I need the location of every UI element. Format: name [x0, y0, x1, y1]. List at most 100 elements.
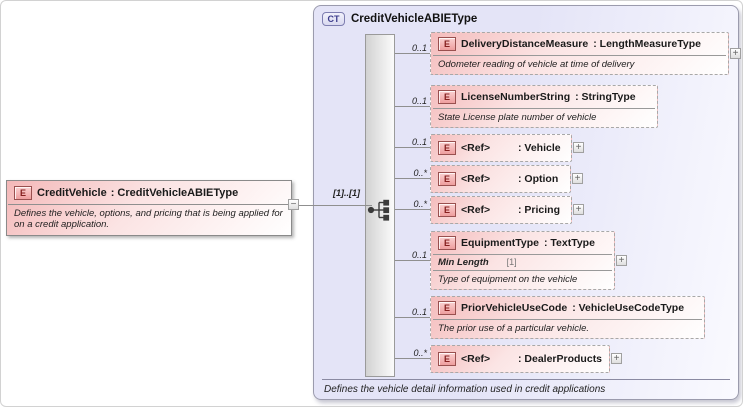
child-element-type: : VehicleUseCodeType	[572, 302, 685, 314]
cardinality-label: 0..*	[413, 168, 427, 178]
element-name: CreditVehicle	[37, 187, 107, 199]
compositor-cardinality-label: [1]..[1]	[333, 188, 360, 198]
child-title-row: E PriorVehicleUseCode : VehicleUseCodeTy…	[431, 297, 704, 319]
expand-icon[interactable]: +	[730, 47, 741, 59]
child-element-name: <Ref>	[461, 173, 491, 185]
divider	[433, 270, 612, 271]
child-element-name: DeliveryDistanceMeasure	[461, 38, 589, 50]
child-element-name: <Ref>	[461, 142, 491, 154]
connector-line	[292, 205, 372, 206]
connector-line	[395, 209, 431, 210]
child-title-row: E <Ref> : Option	[431, 166, 570, 192]
element-type: : CreditVehicleABIEType	[110, 187, 239, 199]
child-element-name: <Ref>	[461, 353, 491, 365]
cardinality-label: 0..*	[413, 199, 427, 209]
divider	[8, 204, 290, 205]
cardinality-label: 0..1	[411, 306, 427, 317]
cardinality-label: 0..1	[411, 249, 427, 260]
description-section: State License plate number of vehicle	[431, 108, 657, 127]
complex-type-panel: CT CreditVehicleABIEType [1]..[1] 0..1	[313, 5, 741, 400]
child-element-type: : LengthMeasureType	[593, 38, 701, 50]
element-badge-icon: E	[438, 141, 456, 155]
divider	[433, 55, 726, 56]
description-section: Type of equipment on the vehicle	[431, 270, 614, 289]
child-element-box[interactable]: E <Ref> : Option +	[430, 165, 583, 193]
cardinality-label: 0..1	[411, 137, 427, 147]
collapse-icon[interactable]: −	[288, 199, 299, 210]
element-badge-icon: E	[438, 352, 456, 366]
child-title-row: E <Ref> : DealerProducts	[431, 346, 609, 372]
complex-type-title: CreditVehicleABIEType	[351, 13, 478, 25]
element-description: Defines the vehicle, options, and pricin…	[14, 208, 283, 230]
child-element-name: EquipmentType	[461, 237, 539, 249]
element-badge-icon: E	[438, 301, 456, 315]
child-title-row: E <Ref> : Pricing	[431, 197, 571, 223]
child-element-name: <Ref>	[461, 204, 491, 216]
expand-icon[interactable]: +	[616, 254, 627, 266]
cardinality-label: 0..*	[413, 348, 427, 358]
child-element-row: 0..1 E <Ref> : Vehicle +	[395, 134, 740, 162]
child-title-row: E DeliveryDistanceMeasure : LengthMeasur…	[431, 33, 728, 55]
facet-value: [1]	[506, 257, 517, 267]
child-element-row: 0..* E <Ref> : DealerProducts +	[395, 345, 740, 373]
child-element-row: 0..1 E LicenseNumberString : StringType …	[395, 85, 740, 128]
element-badge-icon: E	[438, 236, 456, 250]
complex-type-badge-icon: CT	[322, 12, 345, 26]
child-element-description: Type of equipment on the vehicle	[438, 274, 578, 285]
child-element-box[interactable]: E <Ref> : Pricing +	[430, 196, 584, 224]
connector-line	[395, 316, 431, 318]
child-element-box[interactable]: E <Ref> : Vehicle +	[430, 134, 584, 162]
expand-icon[interactable]: +	[611, 353, 623, 364]
child-element-box[interactable]: E <Ref> : DealerProducts +	[430, 345, 623, 373]
child-element-description: State License plate number of vehicle	[438, 112, 597, 123]
complex-type-description: Defines the vehicle detail information u…	[324, 384, 606, 395]
connector-line	[395, 259, 431, 261]
child-element-box[interactable]: E EquipmentType : TextType Min Length [1…	[430, 231, 627, 290]
description-section: Odometer reading of vehicle at time of d…	[431, 55, 728, 74]
child-element-description: The prior use of a particular vehicle.	[438, 323, 590, 334]
complex-type-header: CT CreditVehicleABIEType	[322, 12, 477, 26]
child-element-name: PriorVehicleUseCode	[461, 302, 568, 314]
child-element-box[interactable]: E PriorVehicleUseCode : VehicleUseCodeTy…	[430, 296, 705, 339]
divider	[433, 254, 612, 255]
element-badge-icon: E	[438, 90, 456, 104]
connector-line	[395, 147, 431, 148]
child-element-type: : Pricing	[518, 204, 561, 216]
child-element-row: 0..* E <Ref> : Option +	[395, 165, 740, 193]
child-title-row: E EquipmentType : TextType	[431, 232, 614, 254]
divider	[433, 108, 655, 109]
element-badge-icon: E	[438, 37, 456, 51]
sequence-compositor-icon	[367, 199, 390, 221]
child-title-row: E <Ref> : Vehicle	[431, 135, 571, 161]
child-element-name: LicenseNumberString	[461, 91, 571, 103]
expand-icon[interactable]: +	[573, 142, 584, 153]
child-element-row: 0..1 E PriorVehicleUseCode : VehicleUseC…	[395, 296, 740, 339]
child-element-box[interactable]: E LicenseNumberString : StringType State…	[430, 85, 658, 128]
connector-line	[395, 52, 431, 54]
global-element-box[interactable]: E CreditVehicle : CreditVehicleABIEType …	[6, 180, 292, 236]
element-badge-icon: E	[438, 203, 456, 217]
child-element-description: Odometer reading of vehicle at time of d…	[438, 59, 635, 70]
divider	[433, 319, 702, 320]
expand-icon[interactable]: +	[573, 204, 584, 215]
connector-line	[395, 105, 431, 107]
child-element-row: 0..* E <Ref> : Pricing +	[395, 196, 740, 224]
child-element-type: : Option	[518, 173, 559, 185]
child-elements-list: 0..1 E DeliveryDistanceMeasure : LengthM…	[395, 32, 741, 379]
description-section: The prior use of a particular vehicle.	[431, 319, 704, 338]
child-element-type: : StringType	[575, 91, 636, 103]
expand-icon[interactable]: +	[572, 173, 583, 184]
element-badge-icon: E	[14, 186, 32, 200]
child-title-row: E LicenseNumberString : StringType	[431, 86, 657, 108]
child-element-type: : Vehicle	[518, 142, 561, 154]
divider	[322, 379, 730, 380]
facet-label: Min Length	[438, 257, 489, 268]
child-element-type: : DealerProducts	[518, 353, 603, 365]
child-element-type: : TextType	[543, 237, 595, 249]
element-title-row: E CreditVehicle : CreditVehicleABIEType	[7, 181, 291, 204]
connector-line	[395, 178, 431, 179]
connector-line	[395, 358, 431, 359]
child-element-box[interactable]: E DeliveryDistanceMeasure : LengthMeasur…	[430, 32, 741, 75]
cardinality-label: 0..1	[411, 95, 427, 106]
